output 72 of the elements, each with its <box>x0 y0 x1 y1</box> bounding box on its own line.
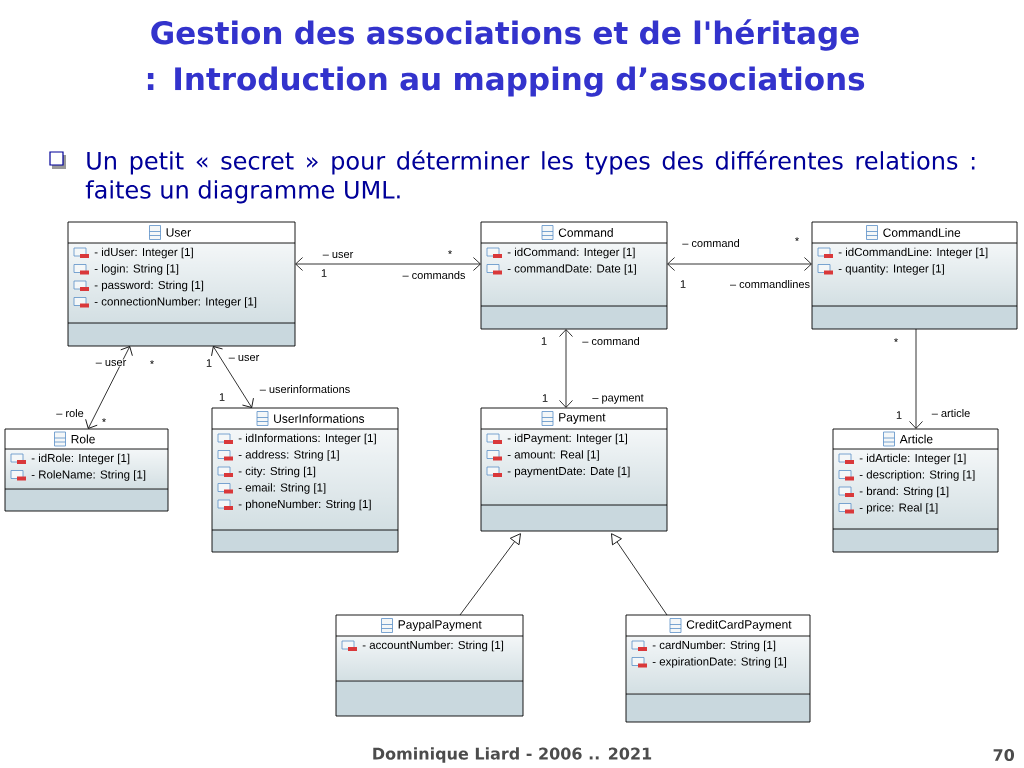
title: Gestion des associations et de l'héritage : Introduction au mapping d’associations <box>147 19 865 97</box>
multiplicity: * <box>149 359 155 369</box>
attribute-text: - password: String [1] <box>94 280 204 292</box>
multiplicity: * <box>101 417 107 427</box>
class-name: Article <box>899 434 933 444</box>
class-name: CreditCardPayment <box>686 619 792 632</box>
attribute-text: - expirationDate: String [1] <box>652 657 786 668</box>
class-name: Payment <box>559 413 606 424</box>
class-box <box>480 407 668 532</box>
class-name: Role <box>71 434 95 444</box>
attribute-text: - phoneNumber: String [1] <box>238 499 371 511</box>
attribute-text: - RoleName: String [1] <box>31 470 146 481</box>
page-number: 70 <box>993 748 1015 762</box>
multiplicity: * <box>447 249 453 259</box>
multiplicity: * <box>794 236 800 246</box>
role-name: – userinformations <box>259 384 351 394</box>
multiplicity: 1 <box>895 410 903 420</box>
attribute-text: - price: Real [1] <box>859 503 938 514</box>
inheritance-arrow <box>459 533 521 616</box>
inheritance-arrow <box>611 533 668 616</box>
attribute-text: - description: String [1] <box>859 470 975 481</box>
role-name: – role <box>55 408 85 418</box>
multiplicity: * <box>893 337 899 347</box>
association-arrow <box>295 257 481 271</box>
class-box <box>480 221 668 330</box>
attribute-text: - email: String [1] <box>238 483 326 494</box>
attribute-text: - amount: Real [1] <box>507 450 599 461</box>
attribute-text: - idInformations: Integer [1] <box>238 433 376 445</box>
multiplicity: 1 <box>320 268 328 278</box>
class-box <box>211 407 399 553</box>
role-name: – article <box>931 408 971 418</box>
attribute-text: - city: String [1] <box>238 466 316 478</box>
attribute-text: - idRole: Integer [1] <box>31 453 130 465</box>
role-name: – user <box>322 251 354 259</box>
attribute-text: - idUser: Integer [1] <box>94 247 193 259</box>
role-name: – user <box>228 354 260 362</box>
class-name: Command <box>558 228 613 237</box>
class-box <box>625 614 811 723</box>
attribute-text: - commandDate: Date [1] <box>507 264 636 275</box>
association-arrow <box>909 328 923 429</box>
association-arrow <box>559 329 573 408</box>
attribute-text: - quantity: Integer [1] <box>838 264 944 275</box>
attribute-text: - login: String [1] <box>94 264 179 275</box>
attribute-text: - paymentDate: Date [1] <box>507 466 630 478</box>
class-box <box>67 221 296 347</box>
role-name: – user <box>95 359 127 367</box>
attribute-text: - idPayment: Integer [1] <box>507 433 627 445</box>
association-arrow <box>85 346 133 429</box>
role-name: – commands <box>402 270 466 280</box>
attribute-text: - address: String [1] <box>238 450 339 461</box>
class-name: User <box>166 228 191 237</box>
bullet-text: Un petit « secret » pour déterminer les types des différentes relations : faites un diagramme UML. <box>85 150 975 204</box>
multiplicity: 1 <box>205 358 213 368</box>
attribute-text: - idCommandLine: Integer [1] <box>838 247 988 259</box>
class-name: PaypalPayment <box>398 619 482 632</box>
footer-text: Dominique Liard - 2006 .. 2021 <box>373 747 652 763</box>
attribute-text: - connectionNumber: Integer [1] <box>94 297 257 308</box>
class-box <box>4 428 169 512</box>
role-name: – command <box>681 238 741 248</box>
class-box <box>811 221 1018 330</box>
class-name: CommandLine <box>883 228 961 237</box>
attribute-text: - idCommand: Integer [1] <box>507 247 635 259</box>
attribute-text: - idArticle: Integer [1] <box>859 453 966 465</box>
class-box <box>832 428 999 553</box>
multiplicity: 1 <box>679 279 687 289</box>
class-box <box>335 614 524 717</box>
association-arrow <box>211 346 254 408</box>
attribute-text: - accountNumber: String [1] <box>362 640 504 652</box>
attribute-text: - cardNumber: String [1] <box>652 640 776 652</box>
association-arrow <box>667 257 812 271</box>
attribute-text: - brand: String [1] <box>859 486 949 498</box>
class-name: UserInformations <box>274 414 365 423</box>
